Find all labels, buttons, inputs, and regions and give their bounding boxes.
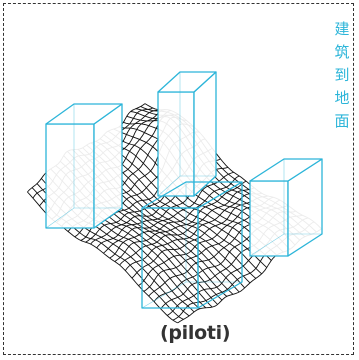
vertical-title: 建 筑 到 地 面 <box>331 18 353 133</box>
buildings-group <box>45 71 323 309</box>
title-char-4: 地 <box>334 89 350 107</box>
box-side-face <box>93 103 123 229</box>
title-char-5: 面 <box>334 112 350 130</box>
dashed-frame <box>3 3 354 355</box>
box-front-face <box>45 123 95 229</box>
building-right <box>249 158 323 257</box>
box-top-face <box>249 158 323 182</box>
box-front-face <box>157 91 195 197</box>
title-char-1: 建 <box>334 20 350 38</box>
caption-label: (piloti) <box>160 322 231 344</box>
box-top-face <box>45 103 123 125</box>
building-left <box>45 103 123 229</box>
box-front-face <box>249 180 289 257</box>
grid-line-u <box>124 192 262 271</box>
box-top-face <box>157 71 217 93</box>
building-back <box>157 71 217 197</box>
box-front-face <box>141 207 199 309</box>
title-char-2: 筑 <box>334 43 350 61</box>
box-top-face <box>141 181 243 209</box>
box-side-face <box>193 71 217 197</box>
grid-line-u <box>109 175 240 259</box>
grid-line-u <box>131 195 269 279</box>
title-char-3: 到 <box>334 66 350 84</box>
grid-line-u <box>114 180 247 262</box>
building-front <box>141 181 243 309</box>
